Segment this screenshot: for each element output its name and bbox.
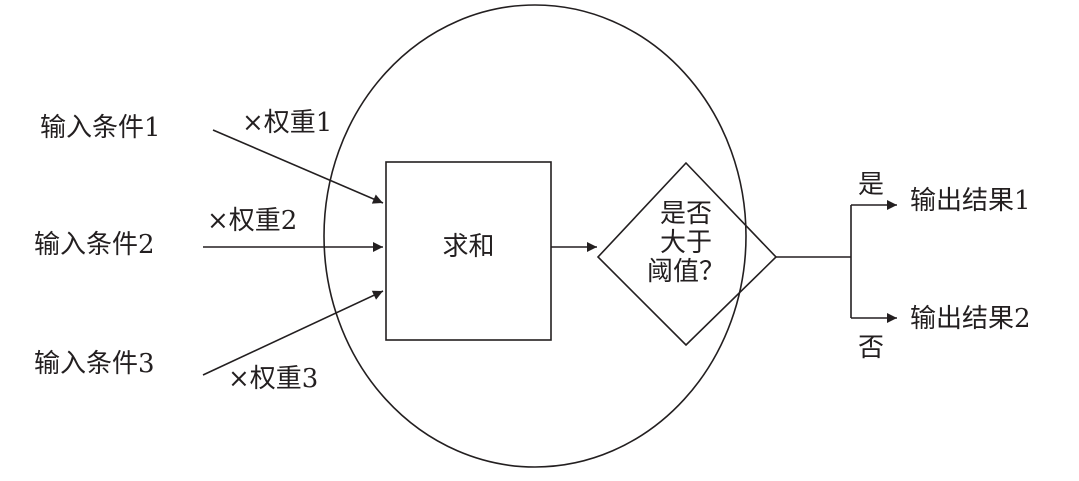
output-label-1: 输出结果1 [910, 186, 1031, 216]
decision-line-3: 阈值？ [646, 257, 725, 288]
decision-diamond [596, 161, 778, 347]
input-arrow-3 [202, 290, 384, 376]
decision-text: 是否 大于 阈值？ [630, 199, 742, 288]
weight-label-1: ×权重1 [242, 108, 333, 138]
decision-line-1: 是否 [659, 199, 712, 229]
no-condition-label: 否 [858, 333, 885, 363]
sum-label: 求和 [442, 232, 495, 262]
weight-label-3: ×权重3 [228, 364, 319, 394]
input-label-2: 输入条件2 [34, 230, 155, 260]
decision-line-2: 大于 [659, 228, 712, 259]
weight-label-2: ×权重2 [207, 206, 298, 236]
input-arrow-1 [212, 129, 384, 204]
neuron-circle [323, 4, 747, 468]
input-label-1: 输入条件1 [40, 113, 161, 143]
yes-condition-label: 是 [858, 170, 885, 200]
sum-box [385, 161, 552, 341]
input-label-3: 输入条件3 [34, 349, 155, 379]
output-label-2: 输出结果2 [910, 304, 1031, 334]
